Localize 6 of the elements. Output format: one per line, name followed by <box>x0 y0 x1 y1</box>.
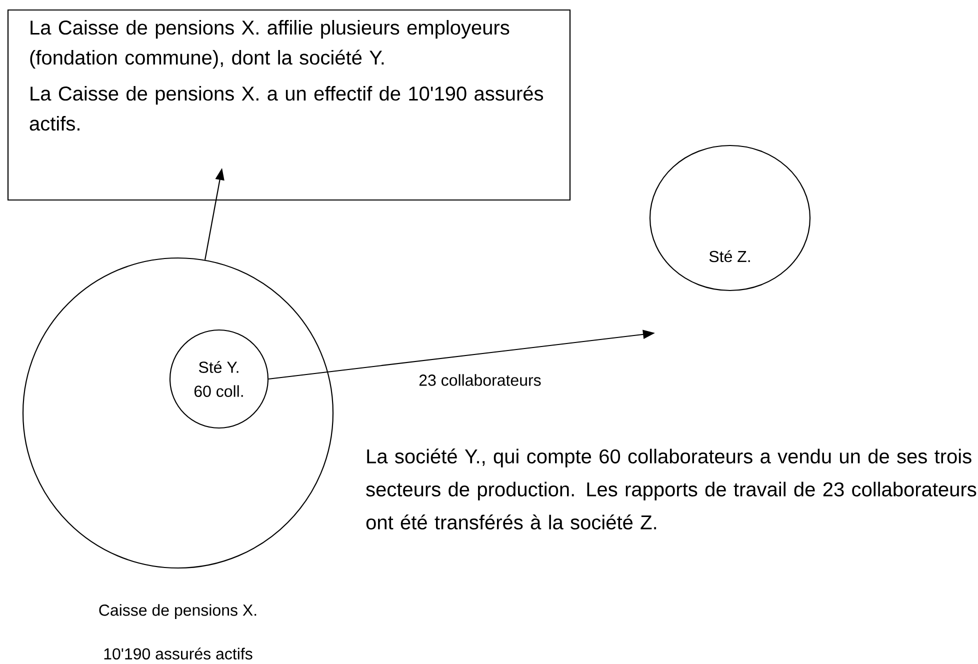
note-text: La société Y., qui compte 60 collaborateurs a vendu un de ses trois secteurs de production. Les rapports de travail de 23 collaborateurs ont été transférés à la société Z. <box>366 448 976 530</box>
edge-label: 23 collaborateurs <box>418 373 542 387</box>
node-label: 10'190 assurés actifs <box>104 648 252 660</box>
text-box: La Caisse de pensions X. affilie plusieurs employeurs (fondation commune), dont la société Y. La Caisse de pensions X. a un effectif de 10'190 assurés actifs. <box>7 9 571 201</box>
node-label: Caisse de pensions X. <box>99 604 256 619</box>
pension-fund-circle <box>22 257 334 569</box>
